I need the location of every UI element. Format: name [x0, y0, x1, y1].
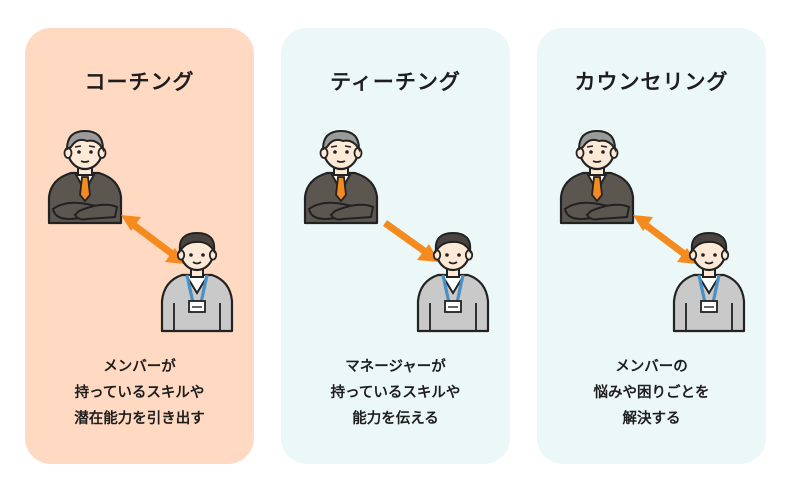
member-figure — [160, 231, 234, 333]
teaching-illustration — [303, 129, 490, 333]
arrow-icon — [633, 215, 697, 264]
card-title: カウンセリング — [574, 70, 729, 94]
card-description: マネージャーが 持っているスキルや 能力を伝える — [330, 359, 461, 427]
manager-figure — [303, 129, 379, 225]
arrow-icon — [382, 220, 439, 262]
card-title: コーチング — [84, 70, 195, 94]
card-teaching: ティーチング マネージャーが 持っているスキルや 能力を伝える — [281, 28, 510, 464]
member-figure — [672, 231, 746, 333]
card-title: ティーチング — [330, 70, 461, 94]
counseling-illustration — [559, 129, 746, 333]
card-counseling: カウンセリング メンバーの 悩みや困りごとを 解決する — [537, 28, 766, 464]
arrow-icon — [121, 215, 185, 264]
card-description: メンバーが 持っているスキルや 潜在能力を引き出す — [74, 359, 205, 427]
coaching-illustration — [47, 129, 234, 333]
card-description: メンバーの 悩みや困りごとを 解決する — [593, 359, 710, 427]
card-coaching: コーチング メンバーが 持っているスキルや 潜在能力を引き出す — [25, 28, 254, 464]
manager-figure — [559, 129, 635, 225]
manager-figure — [47, 129, 123, 225]
